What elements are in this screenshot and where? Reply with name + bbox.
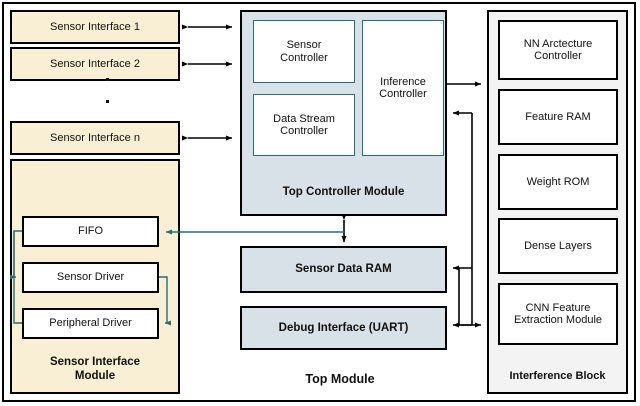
weight-rom-box[interactable]: Weight ROM <box>498 154 618 210</box>
top-controller-module-label: Top Controller Module <box>282 186 405 198</box>
sensor-driver-label: Sensor Driver <box>56 271 125 284</box>
sensor-interface-1-label: Sensor Interface 1 <box>50 20 140 33</box>
cnn-feature-extraction-module-box[interactable]: CNN Feature Extraction Module <box>498 283 618 345</box>
interference-block-label: Interference Block <box>509 369 606 382</box>
fifo-label: FIFO <box>77 225 104 238</box>
sensor-interface-n-box[interactable]: Sensor Interface n <box>10 121 180 155</box>
dense-layers-box[interactable]: Dense Layers <box>498 218 618 274</box>
peripheral-driver-label: Peripheral Driver <box>49 317 132 330</box>
data-stream-controller-box[interactable]: Data Stream Controller <box>253 94 355 156</box>
data-stream-controller-label: Data Stream Controller <box>273 112 335 137</box>
sensor-controller-box[interactable]: Sensor Controller <box>253 20 355 83</box>
nn-arctecture-controller-box[interactable]: NN Arctecture Controller <box>498 20 618 80</box>
ellipsis-dot <box>105 78 109 81</box>
ellipsis-dot <box>105 99 109 103</box>
sensor-interface-1-box[interactable]: Sensor Interface 1 <box>10 10 180 44</box>
nn-arctecture-controller-label: NN Arctecture Controller <box>523 37 593 62</box>
sensor-interface-2-box[interactable]: Sensor Interface 2 <box>10 47 180 81</box>
vertical-ellipsis <box>100 78 114 124</box>
cnn-feature-extraction-module-label: CNN Feature Extraction Module <box>513 301 603 326</box>
sensor-interface-2-label: Sensor Interface 2 <box>50 57 140 70</box>
fifo-box[interactable]: FIFO <box>22 216 159 247</box>
feature-ram-box[interactable]: Feature RAM <box>498 89 618 145</box>
sensor-interface-module-label-line1: Sensor Interface <box>49 356 141 369</box>
sensor-interface-module-label-line2: Module <box>74 370 116 383</box>
sensor-interface-module-label: Sensor Interface Module <box>12 356 178 384</box>
debug-interface-uart-box[interactable]: Debug Interface (UART) <box>240 306 447 350</box>
feature-ram-label: Feature RAM <box>525 110 591 123</box>
weight-rom-label: Weight ROM <box>526 175 590 188</box>
inference-controller-label: Inference Controller <box>379 75 427 100</box>
peripheral-driver-box[interactable]: Peripheral Driver <box>22 308 159 339</box>
debug-interface-uart-label: Debug Interface (UART) <box>278 321 409 334</box>
sensor-controller-label: Sensor Controller <box>280 39 328 64</box>
sensor-data-ram-box[interactable]: Sensor Data RAM <box>240 246 447 293</box>
sensor-data-ram-label: Sensor Data RAM <box>295 263 392 276</box>
sensor-driver-box[interactable]: Sensor Driver <box>22 262 159 293</box>
sensor-interface-n-label: Sensor Interface n <box>50 131 140 144</box>
inference-controller-box[interactable]: Inference Controller <box>362 20 444 156</box>
top-module-label: Top Module <box>305 372 375 386</box>
dense-layers-label: Dense Layers <box>524 239 592 252</box>
